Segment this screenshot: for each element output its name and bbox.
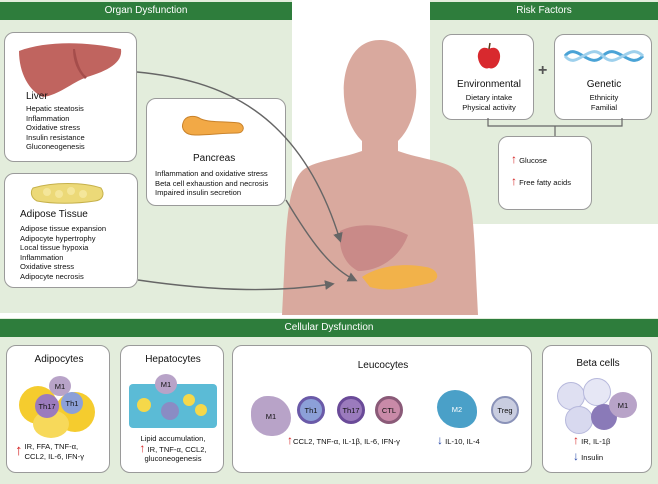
plus-sign: + [538,62,548,79]
apple-icon [477,42,501,69]
beta-cells-title: Beta cells [576,358,620,369]
adipose-icon [30,183,104,204]
beta-up-arrow-icon: ↑ [573,433,579,447]
treg-cell: Treg [491,396,519,424]
adipose-items: Adipose tissue expansion Adipocyte hyper… [20,224,107,281]
environmental-box: Environmental Dietary intake Physical ac… [442,34,534,120]
beta-m1-cell: M1 [609,392,637,418]
leucocytes-box: Leucocytes M1 Th1 Th17 CTL M2 Treg ↑CCL2… [232,345,532,473]
th17-cell: Th17 [35,394,59,418]
hepatocyte-nucleus [161,402,179,420]
body-silhouette [282,40,478,315]
beta-cell [565,406,593,434]
genetic-title: Genetic [586,79,622,90]
cellular-header: Cellular Dysfunction [0,319,658,337]
leucocytes-title: Leucocytes [357,360,409,371]
liver-title: Liver [26,91,48,102]
ctl-cell: CTL [375,396,403,424]
beta-up-effects: ↑ IR, IL-1β [573,433,611,447]
ffa-label: Free fatty acids [519,178,572,187]
glucose-up-arrow-icon: ↑ [511,152,517,166]
leucocytes-down-effects: ↓ IL-10, IL-4 [437,433,480,447]
environmental-title: Environmental [457,79,521,90]
ffa-up-arrow-icon: ↑ [511,174,517,188]
adipocytes-up-arrow-icon: ↑ [15,442,23,459]
th17-cell: Th17 [337,396,365,424]
hepatocytes-title: Hepatocytes [145,354,201,365]
glucose-row: ↑ Glucose [511,152,547,166]
adipocytes-title: Adipocytes [34,354,84,365]
environmental-items: Dietary intake Physical activity [462,93,516,112]
hepatocytes-up-arrow-icon: ↑ [139,440,146,455]
pancreas-items: Inflammation and oxidative stress Beta c… [155,169,269,198]
hepatocyte-m1-cell: M1 [155,374,177,394]
adipose-title: Adipose Tissue [20,209,88,220]
lipid-droplet [195,404,207,416]
m2-macrophage-cell: M2 [437,390,477,428]
human-body-figure [282,40,478,315]
liver-items: Hepatic steatosis Inflammation Oxidative… [26,104,85,152]
hepatocytes-effects: Lipid accumulation, ↑ IR, TNF-α, CCL2, g… [139,434,207,464]
beta-down-arrow-icon: ↓ [573,449,579,463]
leucocytes-up-effects: ↑CCL2, TNF-α, IL-1β, IL-6, IFN-γ [287,433,400,447]
pancreas-title: Pancreas [193,153,236,164]
th1-cell: Th1 [61,392,83,414]
hepatocytes-box: Hepatocytes M1 Lipid accumulation, ↑ IR,… [120,345,224,473]
genetic-items: Ethnicity Familial [589,93,619,112]
m1-cell: M1 [49,376,71,396]
risk-header: Risk Factors [430,2,658,20]
organ-header: Organ Dysfunction [0,2,292,20]
adipose-box: Adipose Tissue Adipose tissue expansion … [4,173,138,288]
beta-cells-box: Beta cells M1 ↑ IR, IL-1β ↓ Insulin [542,345,652,473]
beta-cell [557,382,585,410]
dna-icon [563,50,645,62]
adipocytes-effects: ↑ IR, FFA, TNF-α, CCL2, IL-6, IFN-γ [15,442,84,461]
liver-arrow [136,71,343,243]
adipocytes-box: Adipocytes M1 Th17 Th1 ↑ IR, FFA, TNF-α,… [6,345,110,473]
beta-cell [583,378,611,406]
glucose-label: Glucose [519,156,547,165]
liver-icon [19,43,122,97]
m1-macrophage-cell: M1 [251,396,291,436]
leucocytes-up-arrow-icon: ↑ [287,433,293,447]
genetic-box: Genetic Ethnicity Familial [554,34,652,120]
lipid-droplet [137,398,151,412]
liver-organ [339,225,408,271]
leucocytes-down-arrow-icon: ↓ [437,433,443,447]
pancreas-organ [362,265,438,290]
lipid-droplet [183,394,195,406]
pancreas-icon [182,115,244,136]
outcomes-box: ↑ Glucose ↑ Free fatty acids [498,136,592,210]
liver-box: Liver Hepatic steatosis Inflammation Oxi… [4,32,137,162]
risk-bracket [487,118,623,136]
ffa-row: ↑ Free fatty acids [511,174,572,188]
th1-cell: Th1 [297,396,325,424]
beta-down-effects: ↓ Insulin [573,449,604,463]
organ-arrows [136,71,358,291]
adipose-arrow [137,279,335,291]
pancreas-arrow [285,199,358,282]
